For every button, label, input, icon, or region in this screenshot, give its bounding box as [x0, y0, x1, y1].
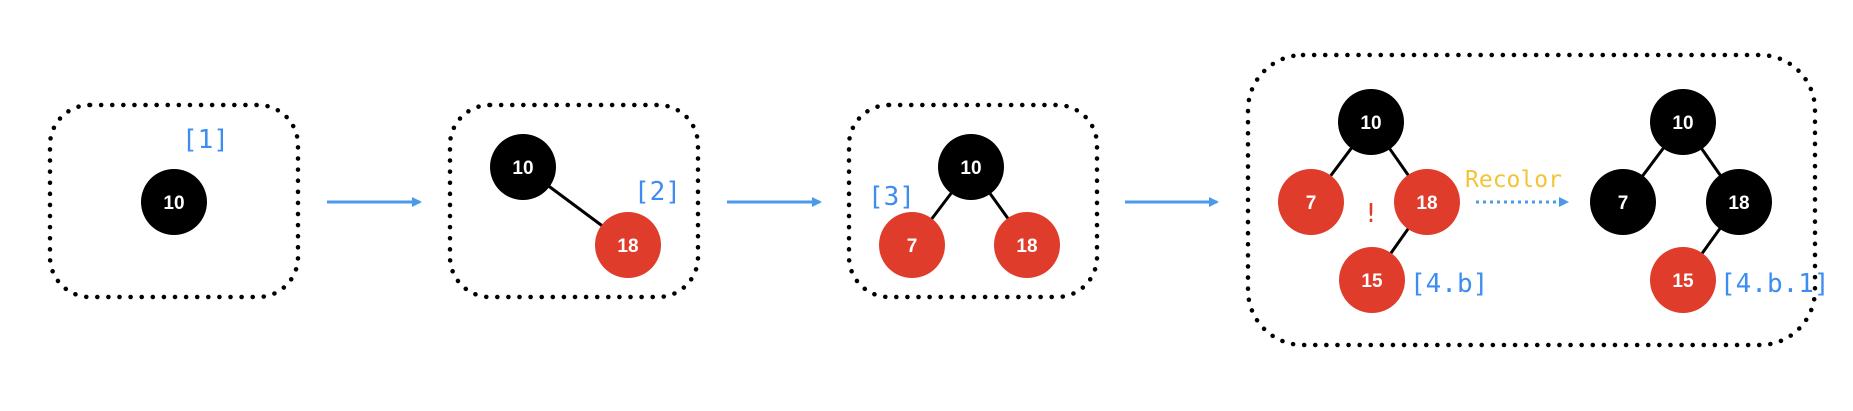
svg-text:18: 18: [1016, 236, 1037, 257]
step-4-frame: [1245, 52, 1818, 348]
svg-text:18: 18: [617, 236, 638, 257]
svg-text:18: 18: [1728, 193, 1749, 214]
svg-text:10: 10: [960, 158, 981, 179]
step-3-annotation: [3]: [868, 182, 915, 212]
node-18: 18: [994, 212, 1060, 278]
step-4b-annotation: [4.b]: [1410, 269, 1488, 299]
node-15: 15: [1650, 247, 1716, 313]
svg-text:18: 18: [1416, 193, 1437, 214]
svg-text:7: 7: [907, 236, 918, 257]
node-10: 10: [938, 134, 1004, 200]
node-7: 7: [879, 212, 945, 278]
node-18: 18: [1394, 169, 1460, 235]
svg-text:15: 15: [1672, 271, 1694, 292]
svg-text:10: 10: [512, 158, 533, 179]
step-4b1-annotation: [4.b.1]: [1720, 269, 1830, 299]
svg-text:10: 10: [1672, 113, 1693, 134]
step-1-annotation: [1]: [182, 125, 229, 155]
recolor-label: Recolor: [1465, 167, 1562, 193]
node-10: 10: [490, 134, 556, 200]
step-3-frame: [846, 102, 1100, 300]
node-7: 7: [1278, 169, 1344, 235]
node-7: 7: [1590, 169, 1656, 235]
node-18: 18: [1706, 169, 1772, 235]
svg-text:7: 7: [1306, 193, 1317, 214]
svg-text:10: 10: [163, 193, 184, 214]
svg-text:10: 10: [1360, 113, 1381, 134]
node-10: 10: [1650, 89, 1716, 155]
node-10: 10: [141, 169, 207, 235]
step-2-frame: [447, 102, 701, 300]
step-2-annotation: [2]: [634, 177, 681, 207]
node-15: 15: [1339, 247, 1405, 313]
violation-mark: !: [1363, 199, 1379, 229]
svg-text:15: 15: [1361, 271, 1383, 292]
node-18: 18: [595, 212, 661, 278]
step-1-frame: [47, 102, 301, 300]
svg-text:7: 7: [1618, 193, 1629, 214]
node-10: 10: [1338, 89, 1404, 155]
